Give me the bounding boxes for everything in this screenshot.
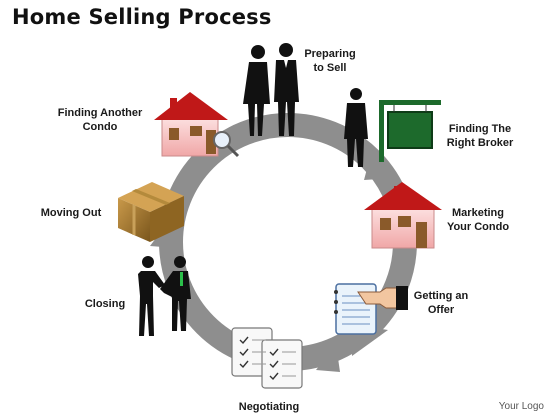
header: Home Selling Process bbox=[0, 0, 560, 36]
for-sale-sign-icon bbox=[379, 100, 441, 162]
couple-silhouette-icon bbox=[243, 43, 299, 136]
negotiation-checklists-icon bbox=[231, 327, 303, 389]
offer-notepad-icon bbox=[334, 283, 408, 335]
step-label-moving: Moving Out bbox=[40, 207, 102, 219]
step-label-finding-condo: Finding Another Condo bbox=[57, 107, 143, 133]
step-label-broker: Finding The Right Broker bbox=[446, 123, 514, 149]
step-label-preparing: Preparing to Sell bbox=[304, 48, 356, 74]
moving-box-icon bbox=[118, 182, 184, 242]
house-search-icon bbox=[154, 92, 240, 158]
broker-silhouette-icon bbox=[344, 88, 368, 167]
ring-arrow-1 bbox=[364, 150, 396, 180]
logo-placeholder: Your Logo bbox=[498, 401, 544, 412]
step-label-marketing: Marketing Your Condo bbox=[446, 207, 510, 233]
step-label-negotiating: Negotiating bbox=[238, 401, 300, 413]
process-ring bbox=[150, 113, 417, 372]
step-label-offer: Getting an Offer bbox=[413, 290, 469, 316]
handshake-silhouette-icon bbox=[138, 256, 191, 336]
house-icon bbox=[364, 182, 442, 249]
page-title: Home Selling Process bbox=[12, 5, 272, 29]
ring-arrow-3 bbox=[316, 344, 340, 372]
step-label-closing: Closing bbox=[84, 298, 126, 310]
